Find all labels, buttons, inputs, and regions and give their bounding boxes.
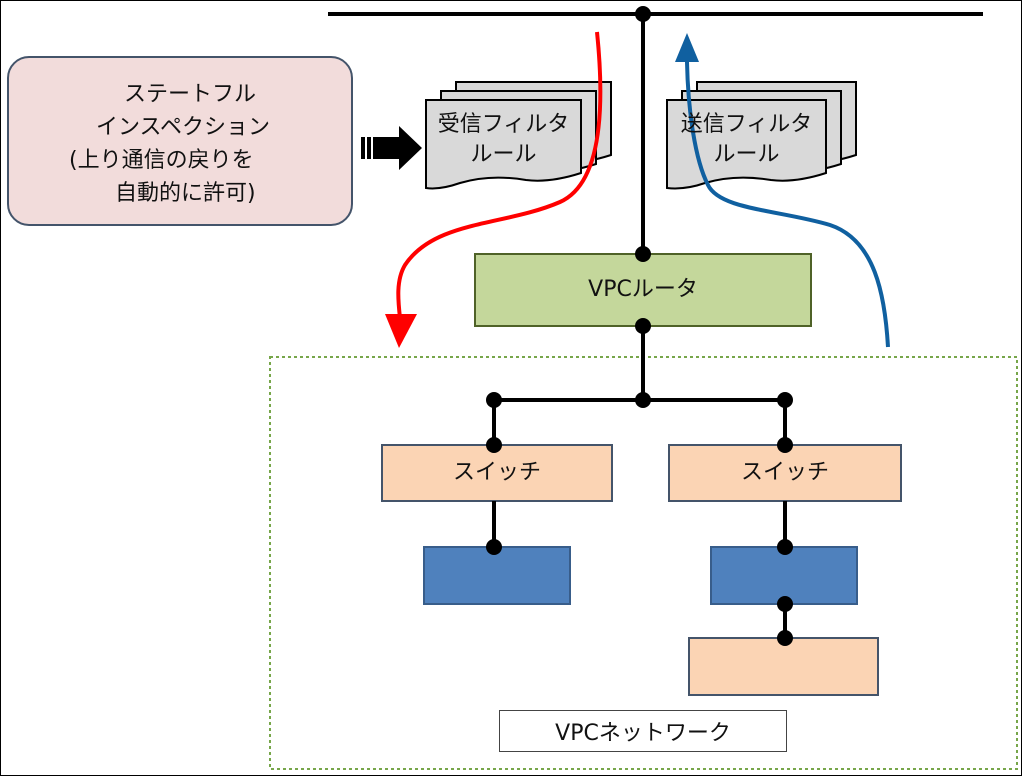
outbound-filter-line-2: ルール xyxy=(713,142,780,167)
left-server xyxy=(423,546,571,605)
outbound-filter-line-1: 送信フィルタ xyxy=(680,112,813,137)
outbound-filter-label: 送信フィルタ ルール xyxy=(667,108,826,172)
stateful-note-line-4: 自動的に許可) xyxy=(115,181,256,206)
dot-right-server-top xyxy=(777,539,793,555)
inbound-filter-label: 受信フィルタ ルール xyxy=(426,108,581,172)
vpc-network-boundary xyxy=(269,356,1018,770)
outbound-arrowhead xyxy=(675,33,699,62)
stateful-note-line-1: ステートフル xyxy=(124,82,257,107)
inbound-arrowhead xyxy=(385,314,417,348)
dot-left-switch-top xyxy=(486,437,502,453)
inbound-filter-line-1: 受信フィルタ xyxy=(437,112,570,137)
dot-right-switch-top xyxy=(777,437,793,453)
vpc-router-box xyxy=(474,253,812,327)
dot-branch-right xyxy=(777,392,793,408)
dot-router-bottom xyxy=(635,318,651,334)
dot-branch-center xyxy=(635,392,651,408)
dot-internet xyxy=(635,6,651,22)
connection-points xyxy=(486,6,793,646)
outbound-filter-rule-stack xyxy=(666,81,857,190)
dot-right-server-bottom xyxy=(777,596,793,612)
right-server xyxy=(710,546,858,605)
dot-router-top xyxy=(635,246,651,262)
stateful-note-line-3: (上り通信の戻りを xyxy=(69,148,254,173)
dot-bottom-device-top xyxy=(777,630,793,646)
left-switch-label: スイッチ xyxy=(452,460,541,485)
inbound-filter-rule-stack xyxy=(425,81,612,190)
dot-left-server-top xyxy=(486,539,502,555)
inbound-traffic-arrow xyxy=(396,31,603,319)
vpc-network-label: VPCネットワーク xyxy=(499,710,787,752)
stateful-note-line-2: インスペクション xyxy=(96,115,271,140)
dot-branch-left xyxy=(486,392,502,408)
stateful-inspection-note: ステートフル インスペクション (上り通信の戻りを 自動的に許可) xyxy=(7,56,353,226)
outbound-traffic-arrow xyxy=(685,61,890,348)
left-switch-box xyxy=(381,444,613,502)
vpc-router-label: VPCルータ xyxy=(588,277,698,302)
right-switch-label: スイッチ xyxy=(740,460,829,485)
stateful-apply-arrow xyxy=(361,126,422,170)
bottom-device xyxy=(688,637,879,696)
inbound-filter-line-2: ルール xyxy=(470,142,537,167)
